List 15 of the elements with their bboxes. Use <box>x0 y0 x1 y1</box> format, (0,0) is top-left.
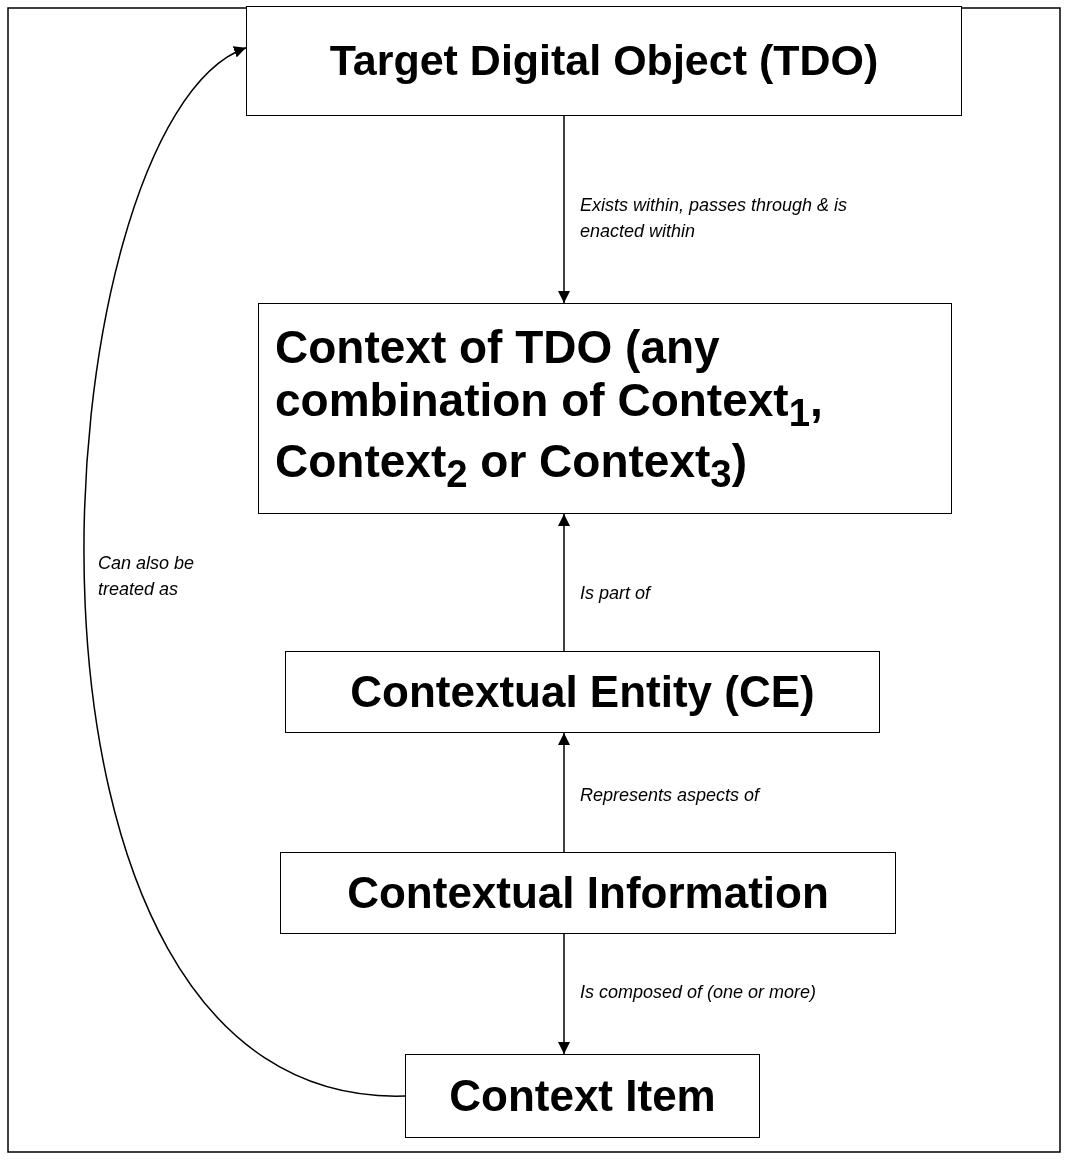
process-box <box>258 303 952 514</box>
arrow <box>558 115 570 304</box>
arrow <box>558 513 570 652</box>
arrow <box>558 732 570 853</box>
arrow <box>84 47 406 1097</box>
process-box <box>405 1054 760 1138</box>
process-box <box>280 852 896 934</box>
box-label: Contextual Entity (CE) <box>350 666 815 718</box>
box-label: Context Item <box>449 1070 716 1122</box>
arrow <box>558 933 570 1055</box>
box-label: Contextual Information <box>347 867 829 919</box>
process-box <box>246 6 962 116</box>
box-label: Context of TDO (any combination of Context$_{1}$, Context$_{2}$ or Context$_{3}$) <box>275 320 824 497</box>
box-label: Target Digital Object (TDO) <box>329 36 879 86</box>
process-box <box>285 651 880 733</box>
